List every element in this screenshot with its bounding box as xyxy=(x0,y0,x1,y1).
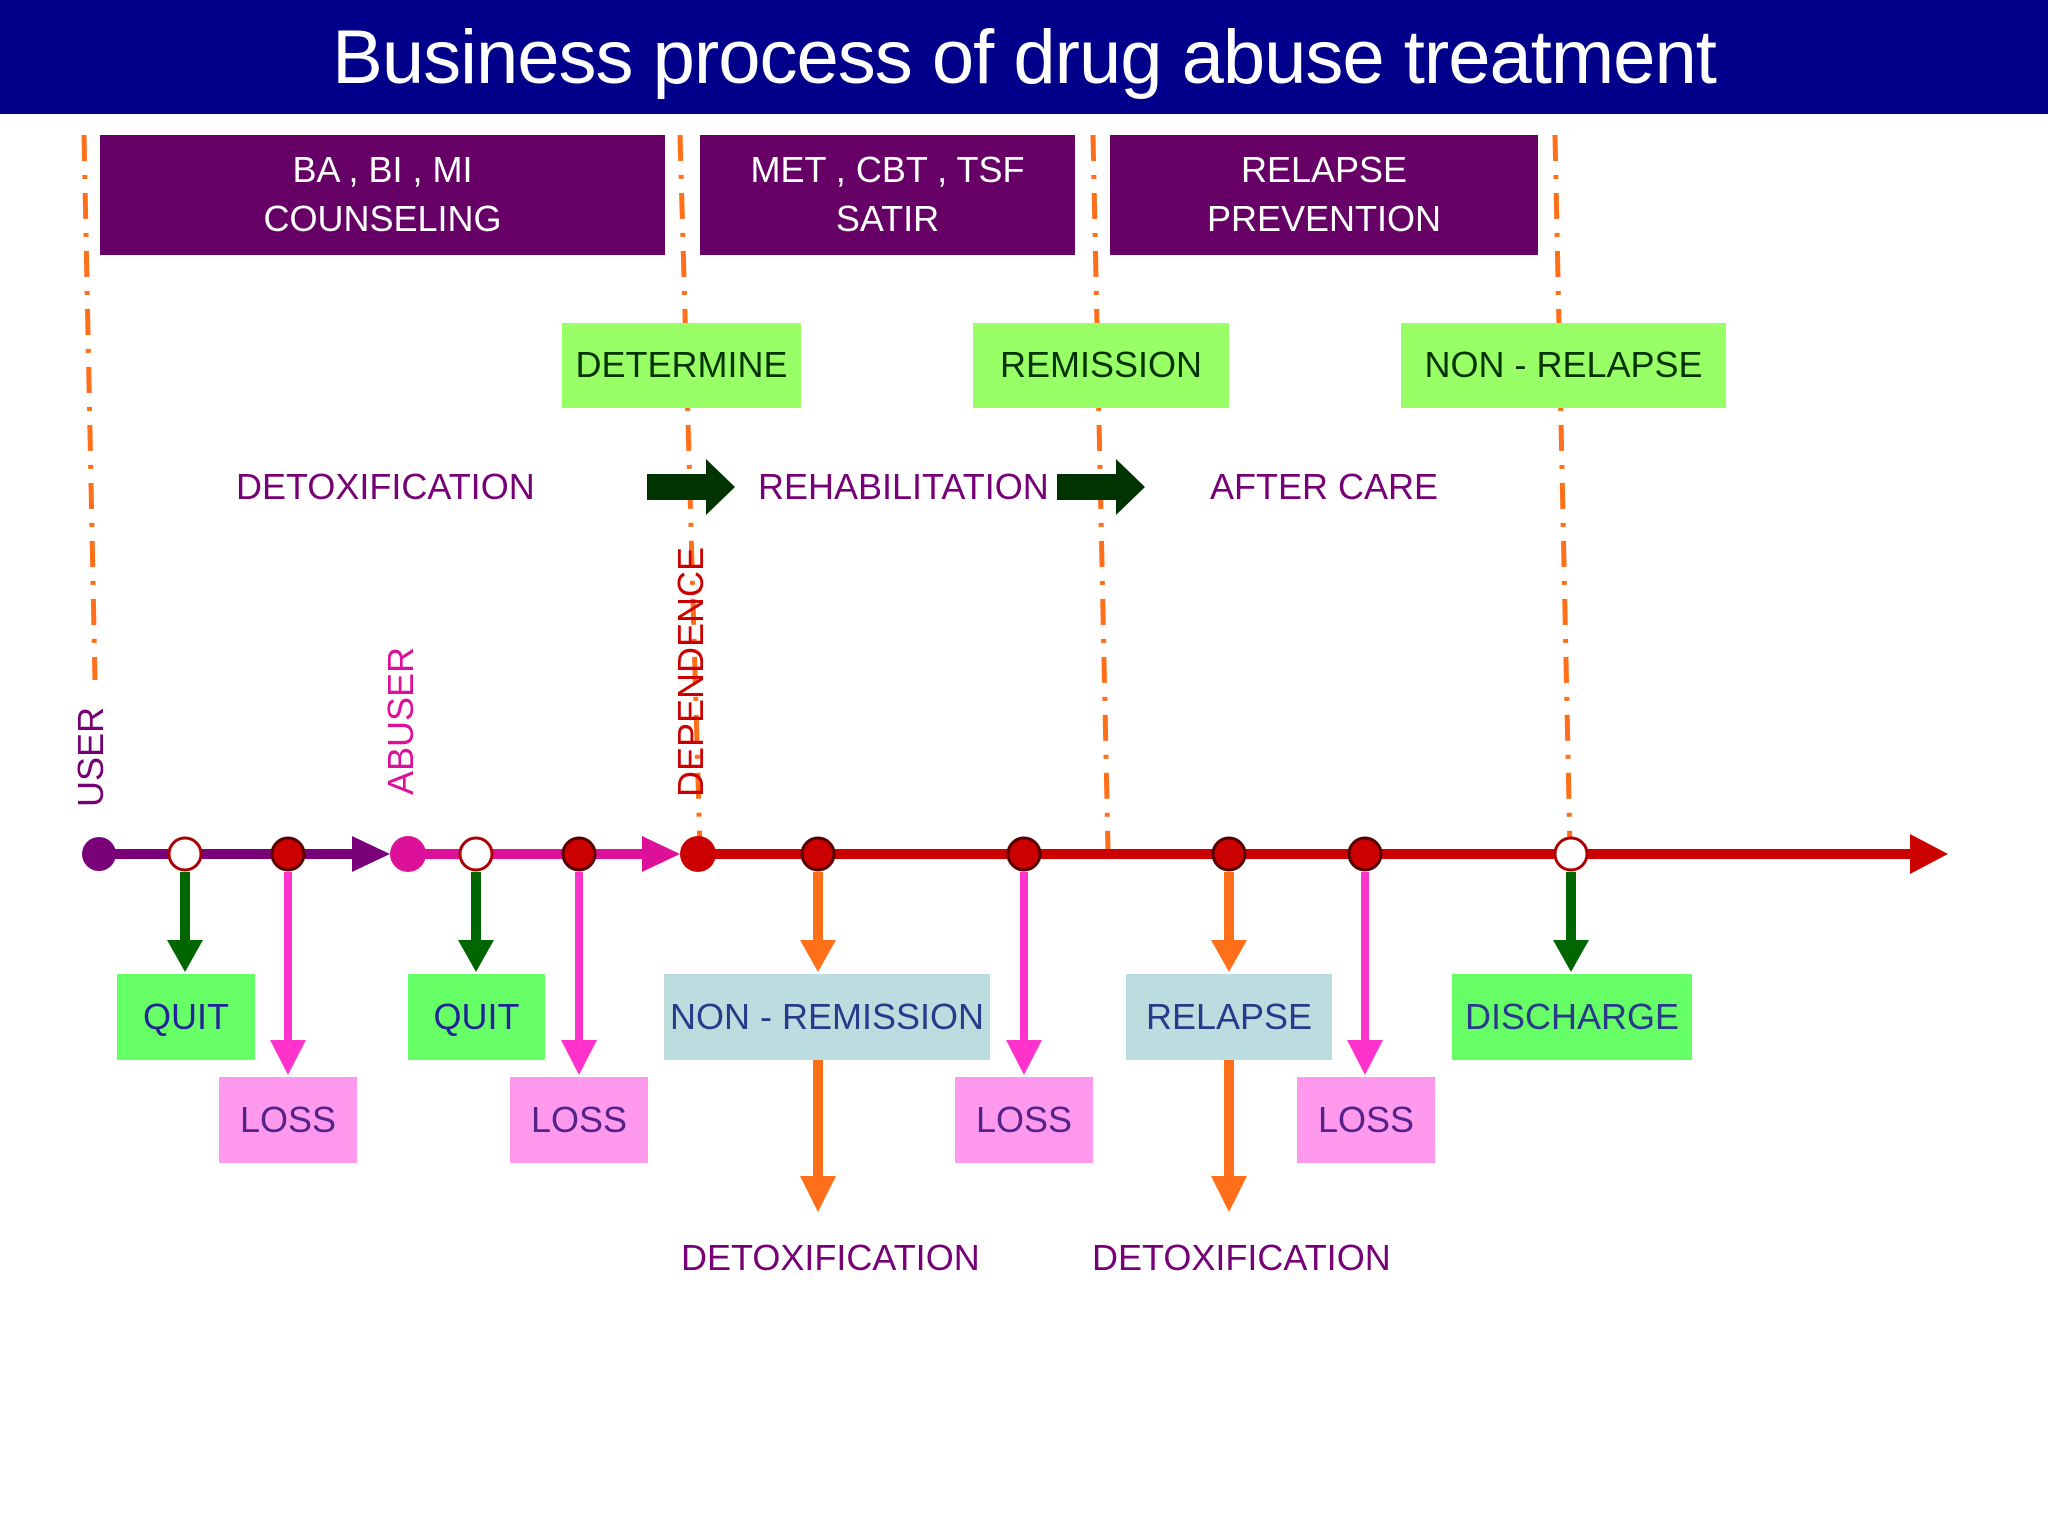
node-loss-2 xyxy=(561,836,597,872)
milestone-determine: DETERMINE xyxy=(562,323,801,408)
node-dependence xyxy=(680,836,716,872)
outcome-quit-1: QUIT xyxy=(117,974,255,1060)
detox-label-after-relapse: DETOXIFICATION xyxy=(1092,1237,1391,1278)
timeline-end-arrowhead xyxy=(1910,834,1948,874)
phase-label-aftercare: AFTER CARE xyxy=(1210,466,1439,507)
node-relapse xyxy=(1211,836,1247,872)
phase-label-rehab: REHABILITATION xyxy=(758,466,1049,507)
arrow-relapse-head xyxy=(1211,940,1247,972)
node-loss-3 xyxy=(1006,836,1042,872)
therapy-label: RELAPSE PREVENTION xyxy=(1206,149,1442,239)
node-loss-1 xyxy=(270,836,306,872)
timeline-user-arrowhead xyxy=(352,836,390,872)
arrow-loss-3-head xyxy=(1006,1040,1042,1075)
outcome-discharge: DISCHARGE xyxy=(1452,974,1692,1060)
timeline xyxy=(82,834,1948,874)
arrow-non-remission-detox-head xyxy=(800,1176,836,1212)
arrow-non-remission-head xyxy=(800,940,836,972)
arrow-relapse-detox-head xyxy=(1211,1176,1247,1212)
outcome-arrows xyxy=(167,872,1589,1212)
therapy-label: BA , BI , MI COUNSELING xyxy=(263,149,502,239)
therapy-box-rehab: MET , CBT , TSF SATIR xyxy=(700,135,1075,255)
node-abuser xyxy=(390,836,426,872)
therapy-box-aftercare: RELAPSE PREVENTION xyxy=(1110,135,1538,255)
outcome-loss-3: LOSS xyxy=(955,1077,1093,1163)
diagram-title: Business process of drug abuse treatment xyxy=(0,0,2048,114)
phase-label-detox: DETOXIFICATION xyxy=(236,466,535,507)
outcome-relapse: RELAPSE xyxy=(1126,974,1332,1060)
outcome-loss-1: LOSS xyxy=(219,1077,357,1163)
therapy-box-detox: BA , BI , MI COUNSELING xyxy=(100,135,665,255)
phase-arrow-detox-to-rehab xyxy=(647,459,735,515)
outcome-non-remission: NON - REMISSION xyxy=(664,974,990,1060)
boundary-line-user xyxy=(81,134,98,681)
timeline-abuser-arrowhead xyxy=(642,836,680,872)
node-quit-2 xyxy=(458,836,494,872)
arrow-discharge-head xyxy=(1553,940,1589,972)
arrow-loss-2-head xyxy=(561,1040,597,1075)
stage-label-abuser: ABUSER xyxy=(380,646,421,795)
arrow-loss-4-head xyxy=(1347,1040,1383,1075)
outcome-loss-4: LOSS xyxy=(1297,1077,1435,1163)
boundary-line-discharge xyxy=(1552,134,1573,851)
node-user xyxy=(82,837,116,871)
node-loss-4 xyxy=(1347,836,1383,872)
arrow-quit-1-head xyxy=(167,940,203,972)
node-non-remission xyxy=(800,836,836,872)
milestone-non-relapse: NON - RELAPSE xyxy=(1401,323,1726,408)
milestone-remission: REMISSION xyxy=(973,323,1229,408)
therapy-label: MET , CBT , TSF SATIR xyxy=(750,149,1025,239)
phase-arrow-rehab-to-aftercare xyxy=(1057,459,1145,515)
stage-label-dependence: DEPENDENCE xyxy=(670,546,711,797)
outcome-loss-2: LOSS xyxy=(510,1077,648,1163)
arrow-quit-2-head xyxy=(458,940,494,972)
stage-label-user: USER xyxy=(70,706,111,807)
node-discharge xyxy=(1553,836,1589,872)
outcome-quit-2: QUIT xyxy=(408,974,545,1060)
node-quit-1 xyxy=(167,836,203,872)
arrow-loss-1-head xyxy=(270,1040,306,1075)
detox-label-after-non-remission: DETOXIFICATION xyxy=(681,1237,980,1278)
